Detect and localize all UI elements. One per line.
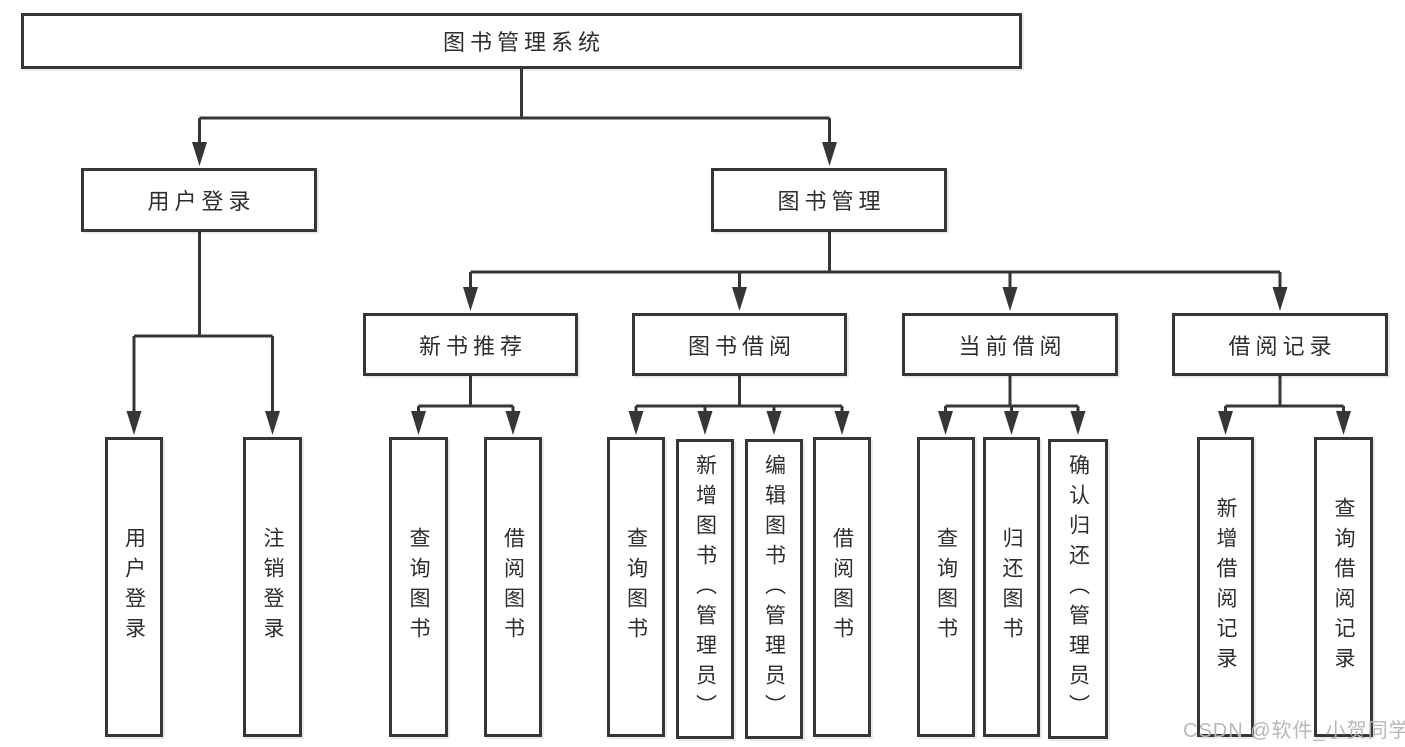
node-user-login-label: 用户登录: [147, 189, 256, 214]
connector-current-borrow-to-leaves: [938, 376, 1086, 435]
leaf-edit-book-admin: 编辑图书（管理员）: [745, 439, 803, 739]
node-user-login: 用户登录: [81, 168, 317, 232]
csdn-watermark: CSDN @软件_小贺同学: [1183, 720, 1405, 742]
node-borrow-records-label: 借阅记录: [1228, 333, 1337, 359]
leaf-confirm-return-admin-label: 确认归还（管理员）: [1066, 454, 1090, 724]
leaf-add-book-admin-label: 新增图书（管理员）: [693, 454, 717, 724]
leaf-edit-book-admin-label: 编辑图书（管理员）: [762, 454, 786, 724]
leaf-return-book: 归还图书: [983, 437, 1040, 737]
leaf-user-login: 用户登录: [105, 437, 163, 737]
connector-root-to-level2: [192, 69, 837, 166]
connector-book-management-to-level3: [463, 232, 1288, 311]
node-book-management: 图书管理: [711, 168, 947, 232]
leaf-query-books-2-label: 查询图书: [624, 527, 648, 647]
leaf-borrow-books-1-label: 借阅图书: [501, 527, 525, 647]
node-current-borrow: 当前借阅: [902, 313, 1118, 376]
connector-borrow-records-to-leaves: [1218, 376, 1351, 435]
connector-new-book-recommend-to-leaves: [411, 376, 521, 435]
connector-book-borrow-to-leaves: [628, 376, 850, 435]
node-root: 图书管理系统: [21, 13, 1022, 69]
leaf-confirm-return-admin: 确认归还（管理员）: [1048, 439, 1108, 739]
leaf-return-book-label: 归还图书: [1000, 527, 1023, 647]
node-new-book-recommend-label: 新书推荐: [418, 333, 527, 359]
leaf-borrow-books-2-label: 借阅图书: [830, 527, 854, 647]
leaf-borrow-books-2: 借阅图书: [813, 437, 871, 737]
leaf-logout-label: 注销登录: [261, 527, 284, 647]
node-book-borrow: 图书借阅: [632, 313, 847, 376]
leaf-query-books-2: 查询图书: [607, 437, 665, 737]
leaf-query-books-1-label: 查询图书: [407, 527, 430, 647]
leaf-add-borrow-record: 新增借阅记录: [1197, 437, 1254, 737]
leaf-user-login-label: 用户登录: [122, 527, 146, 647]
leaf-query-books-1: 查询图书: [389, 437, 448, 737]
node-book-management-label: 图书管理: [777, 189, 886, 214]
node-root-label: 图书管理系统: [442, 30, 605, 55]
connector-user-login-to-leaves: [126, 232, 280, 435]
leaf-borrow-books-1: 借阅图书: [484, 437, 542, 737]
leaf-logout: 注销登录: [243, 437, 302, 737]
node-book-borrow-label: 图书借阅: [687, 333, 796, 359]
leaf-add-borrow-record-label: 新增借阅记录: [1214, 497, 1237, 677]
node-new-book-recommend: 新书推荐: [363, 313, 578, 376]
node-current-borrow-label: 当前借阅: [958, 333, 1067, 359]
leaf-query-books-3: 查询图书: [917, 437, 975, 737]
leaf-query-borrow-record-label: 查询借阅记录: [1332, 497, 1355, 677]
leaf-query-books-3-label: 查询图书: [934, 527, 958, 647]
leaf-add-book-admin: 新增图书（管理员）: [676, 439, 734, 739]
leaf-query-borrow-record: 查询借阅记录: [1314, 437, 1373, 737]
node-borrow-records: 借阅记录: [1172, 313, 1388, 376]
